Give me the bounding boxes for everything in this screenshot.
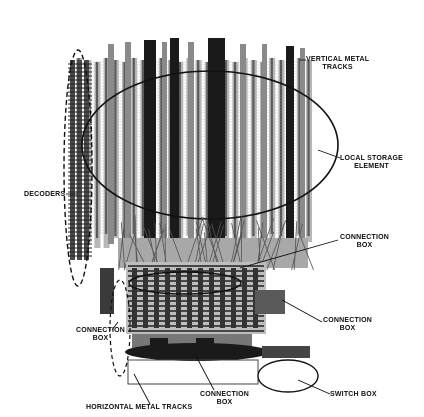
decoders-ellipse: [63, 49, 93, 287]
vertical-metal-track-thin: [300, 48, 305, 248]
connection-via-column: [143, 268, 148, 328]
connection-via-column: [187, 268, 192, 328]
routing-wire: [201, 216, 222, 271]
vertical-metal-track-thin: [125, 42, 131, 242]
routing-wire: [298, 233, 314, 271]
connection-box-label-bottom: CONNECTION BOX: [200, 391, 250, 406]
routing-wire: [206, 217, 219, 271]
vertical-metal-tracks-label: VERTICAL METAL TRACKS: [306, 56, 369, 72]
vertical-metal-track: [216, 38, 225, 266]
storage-column-line: [114, 60, 117, 236]
connection-box-ellipse-left: [109, 279, 131, 377]
leader-line: [297, 379, 331, 395]
routing-wire: [229, 217, 242, 271]
connection-via-column: [176, 268, 181, 328]
routing-wire: [195, 220, 208, 271]
vertical-tracks-line1: VERTICAL METAL: [306, 56, 370, 63]
horizontal-track-frame: [127, 359, 259, 385]
routing-wire: [254, 218, 275, 271]
storage-column-line: [95, 62, 99, 238]
connection-via-column: [132, 268, 137, 328]
left-block: [100, 268, 114, 314]
leader-line: [239, 239, 339, 269]
storage-column-line: [307, 60, 310, 236]
leader-line: [111, 321, 119, 331]
routing-wire: [266, 220, 287, 271]
storage-column-line: [178, 62, 181, 238]
storage-column-line: [206, 62, 209, 238]
storage-column-line: [224, 60, 227, 236]
routing-wire: [184, 216, 204, 271]
connection-box-label-mid-right: CONNECTION BOX: [323, 317, 373, 332]
storage-column-line: [141, 60, 145, 236]
horizontal-metal-tracks-label: HORIZONTAL METAL TRACKS: [86, 404, 193, 411]
local-storage-line2: ELEMENT: [354, 163, 389, 170]
connection-box-ellipse-upper: [128, 271, 242, 295]
routing-wire: [293, 221, 298, 271]
routing-wire: [120, 222, 126, 271]
connection-via-column: [220, 268, 225, 328]
connection-box-label-top-right: CONNECTION BOX: [340, 234, 390, 249]
connection-via-column: [209, 268, 214, 328]
switch-box-block: [262, 346, 310, 358]
vertical-metal-track-thin: [108, 44, 114, 244]
local-storage-element-label: LOCAL STORAGE ELEMENT: [340, 155, 403, 171]
leader-line: [133, 373, 151, 405]
leader-line: [195, 355, 215, 391]
routing-wire: [256, 220, 276, 271]
connection-via-column: [154, 268, 159, 328]
local-storage-line1: LOCAL STORAGE: [340, 155, 404, 162]
connection-via-column: [231, 268, 236, 328]
local-storage-ellipse: [81, 70, 339, 220]
routing-wire: [291, 223, 303, 271]
vertical-metal-track-thin: [240, 44, 246, 244]
storage-column-line: [279, 60, 283, 236]
routing-wire: [206, 221, 222, 271]
connection-box-ellipse-bottom: [125, 343, 269, 361]
vertical-metal-track-thin: [188, 42, 194, 242]
right-block: [255, 290, 285, 314]
switch-box-ellipse: [257, 359, 319, 393]
connection-via-column: [198, 268, 203, 328]
storage-column-line: [123, 62, 126, 238]
vertical-metal-track: [144, 40, 156, 270]
connection-box-label-left: CONNECTION BOX: [76, 327, 126, 342]
vertical-metal-track: [286, 46, 294, 260]
leader-line: [317, 149, 341, 159]
switch-box-label: SWITCH BOX: [330, 391, 377, 398]
vertical-tracks-line2: TRACKS: [322, 64, 353, 71]
vertical-metal-track: [208, 38, 218, 268]
routing-wire: [118, 221, 125, 271]
storage-column-line: [233, 62, 237, 238]
leader-line: [281, 299, 323, 323]
routing-wire: [272, 224, 284, 271]
decoders-label: DECODERS: [24, 191, 66, 198]
vertical-metal-track-thin: [162, 42, 167, 242]
routing-wire: [134, 215, 138, 271]
connection-via-column: [165, 268, 170, 328]
storage-column-line: [197, 60, 200, 236]
vertical-metal-track-thin: [262, 44, 267, 244]
storage-column-line: [252, 60, 255, 236]
vertical-metal-track: [170, 38, 179, 266]
connection-via-column: [242, 268, 247, 328]
